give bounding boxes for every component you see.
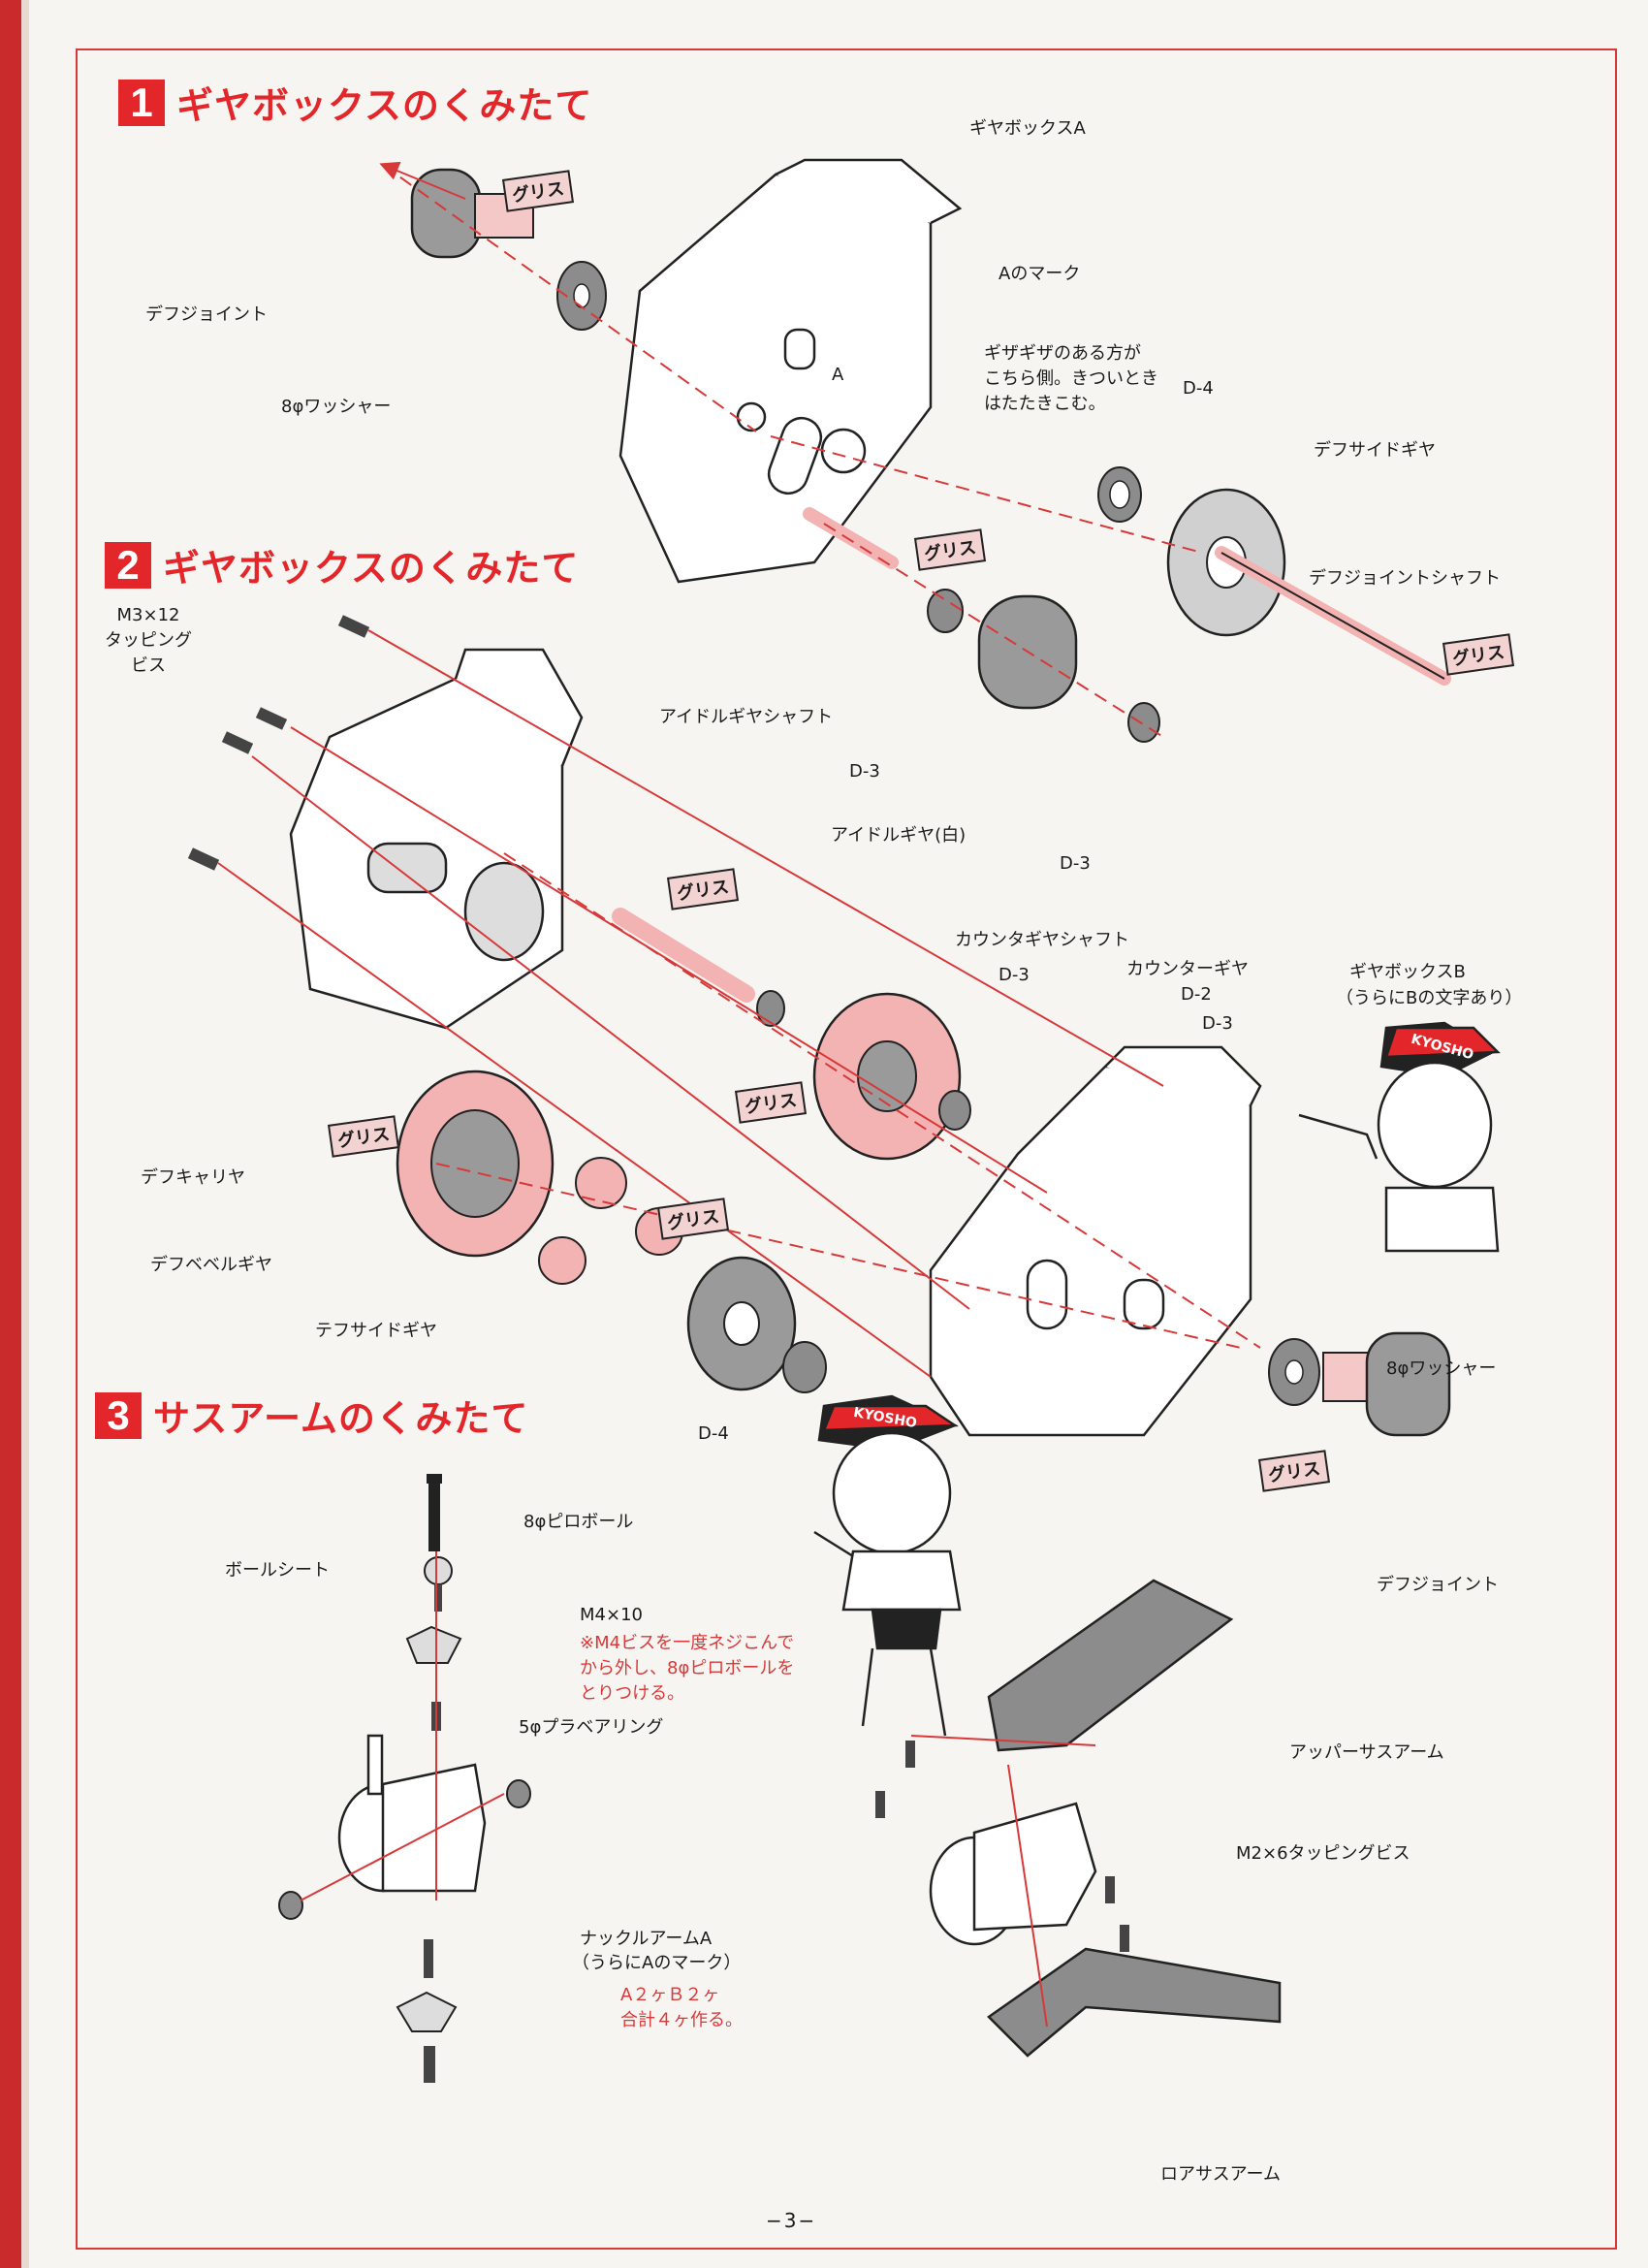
label-gearbox-a: ギヤボックスA xyxy=(969,118,1086,139)
mascot-boy-right xyxy=(1298,1021,1501,1253)
section-3-heading: 3 サスアームのくみたて xyxy=(95,1389,528,1442)
gearbox-assembled-drawing xyxy=(289,648,584,1030)
label-m2x6: M2×6タッピングビス xyxy=(1236,1843,1410,1864)
pillow-ball-drawing xyxy=(424,1556,453,1612)
mascot-boy-center xyxy=(813,1394,962,1737)
label-washer-8-b: 8φワッシャー xyxy=(1386,1358,1497,1379)
section-1-heading: 1 ギヤボックスのくみたて xyxy=(118,76,592,129)
label-tef-side-gear: テフサイドギヤ xyxy=(315,1321,437,1341)
label-diff-joint-1: デフジョイント xyxy=(145,304,268,325)
tef-side-gear-drawing xyxy=(686,1256,827,1393)
label-diff-carrier: デフキャリヤ xyxy=(141,1167,245,1188)
bearing-right-drawing xyxy=(506,1779,531,1808)
label-make-count: A２ヶＢ２ヶ 合計４ヶ作る。 xyxy=(620,1985,743,2030)
binding-edge xyxy=(0,0,21,2268)
label-idler-shaft: アイドルギヤシャフト xyxy=(659,707,834,727)
label-lower-arm: ロアサスアーム xyxy=(1160,2164,1282,2185)
label-knuckle: ナックルアームA xyxy=(580,1929,713,1949)
label-knuckle-note: （うらにAのマーク） xyxy=(572,1953,742,1973)
label-knurl-note: ギザギザのある方が こちら側。きついとき はたたきこむ。 xyxy=(984,343,1158,414)
knuckle-right-drawing xyxy=(929,1802,1097,1946)
label-d3-b: D-3 xyxy=(1060,853,1091,874)
section-1-number: 1 xyxy=(118,79,165,126)
label-diff-side-gear: デフサイドギヤ xyxy=(1314,440,1436,461)
binding-shadow xyxy=(21,0,29,2268)
section-2-heading: 2 ギヤボックスのくみたて xyxy=(105,538,579,591)
lower-arm-drawing xyxy=(987,1947,1282,2058)
label-diff-bevel: デフベベルギヤ xyxy=(150,1255,272,1275)
washer-8-b-drawing xyxy=(1268,1338,1320,1406)
section-3-title: サスアームのくみたて xyxy=(153,1397,529,1440)
section-2-title: ギヤボックスのくみたて xyxy=(163,547,580,590)
screwdriver-drawing xyxy=(427,1474,442,1551)
diff-joint-2-drawing xyxy=(1322,1331,1451,1437)
label-m4x10: M4×10 xyxy=(580,1605,643,1625)
label-gearbox-b: ギヤボックスB xyxy=(1349,962,1466,982)
diff-carrier-drawing xyxy=(396,1070,555,1258)
m2x6-screws-drawing xyxy=(875,1741,1129,1952)
gearbox-a-drawing xyxy=(618,158,963,584)
label-m4-note: ※M4ビスを一度ネジこんで から外し、8φピロボールを とりつける。 xyxy=(580,1633,795,1704)
label-counter-shaft: カウンタギヤシャフト xyxy=(955,930,1129,950)
label-d3-a: D-3 xyxy=(849,761,880,782)
washer-d4-drawing xyxy=(1097,466,1142,523)
ball-seat-drawing xyxy=(405,1625,462,1664)
label-counter-gear: カウンターギヤ xyxy=(1126,959,1249,979)
label-d3-d: D-3 xyxy=(1202,1013,1233,1034)
label-d4-top: D-4 xyxy=(1183,378,1214,399)
label-pillow-ball: 8φピロボール xyxy=(523,1512,634,1532)
bearing-left-drawing xyxy=(278,1891,303,1920)
label-gearbox-b-note: （うらにBの文字あり） xyxy=(1336,988,1523,1008)
label-d3-c: D-3 xyxy=(998,965,1030,985)
label-idler-gear: アイドルギヤ(白) xyxy=(831,825,967,846)
gearbox-b-drawing xyxy=(929,1045,1262,1437)
label-d2: D-2 xyxy=(1181,984,1212,1005)
label-diff-joint-2: デフジョイント xyxy=(1377,1575,1499,1595)
section-2-number: 2 xyxy=(105,541,151,589)
page-number: −3− xyxy=(766,2209,817,2232)
label-ball-seat: ボールシート xyxy=(225,1560,330,1581)
idler-shaft-drawing xyxy=(803,507,899,569)
label-d4-bottom: D-4 xyxy=(698,1423,729,1444)
label-bearing-5: 5φプラベアリング xyxy=(519,1717,664,1738)
counter-gear-drawing xyxy=(756,990,971,1161)
page-border xyxy=(76,48,1617,2250)
washer-8-drawing xyxy=(556,261,607,331)
tapping-screws-drawing xyxy=(187,615,370,871)
section-3-number: 3 xyxy=(95,1391,142,1439)
label-a-mark: Aのマーク xyxy=(998,264,1081,284)
label-a-letter: A xyxy=(832,365,844,385)
counter-shaft-drawing xyxy=(612,908,755,1003)
knuckle-arm-drawing xyxy=(337,1734,487,1893)
label-diff-joint-shaft: デフジョイントシャフト xyxy=(1309,568,1501,589)
label-upper-arm: アッパーサスアーム xyxy=(1289,1742,1444,1763)
section-1-title: ギヤボックスのくみたて xyxy=(176,84,593,127)
idler-gear-drawing xyxy=(927,589,1160,743)
label-m3-screw: M3×12 タッピング ビス xyxy=(105,605,192,676)
upper-arm-drawing xyxy=(987,1579,1234,1752)
diff-joint-1-drawing xyxy=(410,168,534,259)
label-washer-8: 8φワッシャー xyxy=(281,397,392,417)
